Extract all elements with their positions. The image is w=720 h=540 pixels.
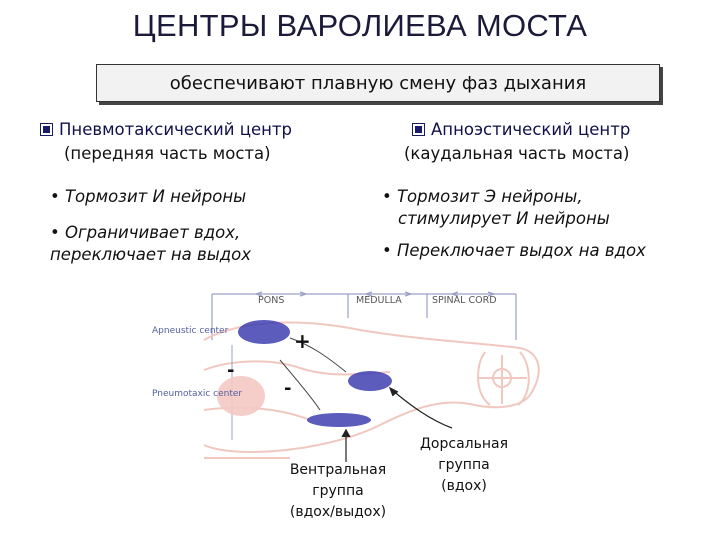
apneustic-bullet-2: • Переключает выдох на вдох bbox=[382, 241, 646, 260]
checkbox-bullet-icon bbox=[412, 123, 425, 136]
apneustic-location: (каудальная часть моста) bbox=[404, 144, 630, 163]
pneumotaxic-location: (передняя часть моста) bbox=[64, 144, 271, 163]
ventral-group-line-3: (вдох/выдох) bbox=[289, 504, 387, 520]
subtitle-box: обеспечивают плавную смену фаз дыхания bbox=[96, 64, 660, 102]
pneumotaxic-bullet-1: • Тормозит И нейроны bbox=[50, 187, 247, 206]
ventral-group-label: Вентральная группа (вдох/выдох) bbox=[268, 460, 408, 523]
apneustic-center-title: Апноэстический центр bbox=[412, 120, 630, 139]
apneustic-bullet-1: • Тормозит Э нейроны, bbox=[382, 187, 583, 206]
dorsal-nucleus bbox=[348, 371, 392, 391]
minus-sign-right: - bbox=[284, 378, 291, 399]
plus-sign: + bbox=[294, 329, 311, 353]
subtitle-text: обеспечивают плавную смену фаз дыхания bbox=[169, 72, 587, 94]
dorsal-group-line-1: Дорсальная bbox=[419, 436, 509, 452]
ventral-group-line-2: группа bbox=[312, 483, 364, 499]
pneumotaxic-bullet-2-cont: переключает на выдох bbox=[50, 245, 251, 264]
region-label-pons: PONS bbox=[258, 295, 284, 306]
pneumotaxic-center-title: Пневмотаксический центр bbox=[40, 120, 292, 139]
dorsal-group-label: Дорсальная группа (вдох) bbox=[398, 434, 530, 497]
pneumotaxic-center-name: Пневмотаксический центр bbox=[59, 120, 292, 139]
dorsal-group-line-2: группа bbox=[438, 457, 490, 473]
label-pointers bbox=[341, 386, 453, 462]
checkbox-bullet-icon bbox=[40, 123, 53, 136]
minus-sign-left: - bbox=[227, 360, 234, 381]
pneumotaxic-nucleus bbox=[217, 376, 265, 416]
apneustic-bullet-1-cont: стимулирует И нейроны bbox=[398, 209, 610, 228]
apneustic-center-name: Апноэстический центр bbox=[431, 120, 631, 139]
dorsal-group-line-3: (вдох) bbox=[441, 478, 487, 494]
apneustic-nucleus bbox=[238, 320, 290, 344]
region-label-medulla: MEDULLA bbox=[356, 295, 402, 306]
pneumotaxic-bullet-2: • Ограничивает вдох, bbox=[50, 223, 241, 242]
ventral-group-line-1: Вентральная bbox=[289, 462, 387, 478]
pneumotaxic-center-label: Pneumotaxic center bbox=[152, 389, 242, 399]
ventral-nucleus bbox=[307, 413, 371, 427]
connection-arrows bbox=[279, 337, 347, 411]
region-bracket bbox=[211, 291, 517, 340]
page-title: ЦЕНТРЫ ВАРОЛИЕВА МОСТА bbox=[132, 8, 588, 43]
region-label-spinal-cord: SPINAL CORD bbox=[432, 295, 497, 306]
apneustic-center-label: Apneustic center bbox=[152, 326, 229, 336]
